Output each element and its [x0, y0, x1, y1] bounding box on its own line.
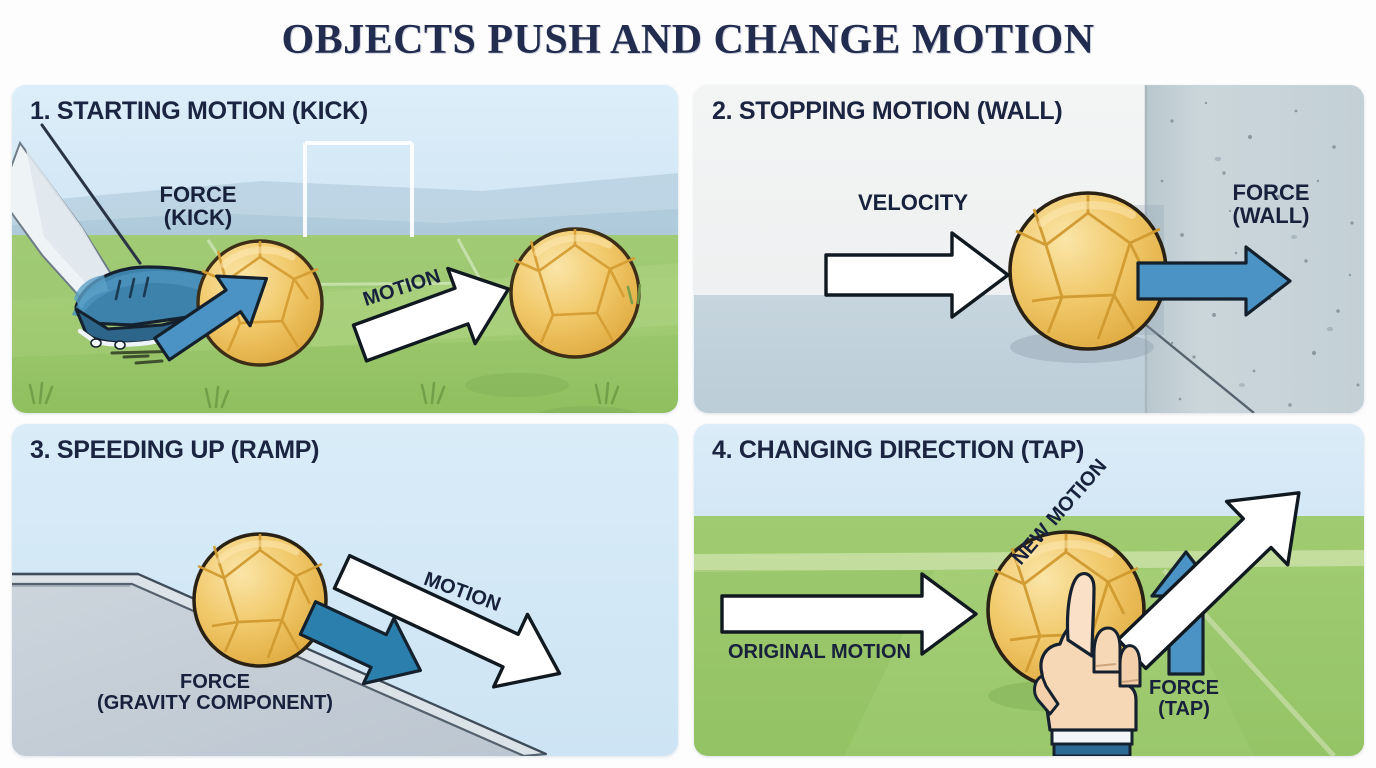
- force-wall-label: FORCE (WALL): [1232, 180, 1310, 229]
- force-kick-label: FORCE (KICK): [159, 182, 237, 231]
- panel-2-heading: 2. STOPPING MOTION (WALL): [712, 97, 1063, 125]
- original-motion-label: ORIGINAL MOTION: [728, 641, 911, 663]
- panel-4-heading: 4. CHANGING DIRECTION (TAP): [712, 436, 1084, 464]
- force-tap-label: FORCE (TAP): [1149, 677, 1219, 721]
- panel-stopping-motion: 2. STOPPING MOTION (WALL) VELOCITY FORCE…: [694, 85, 1364, 413]
- velocity-label: VELOCITY: [858, 190, 969, 215]
- panel-1-heading: 1. STARTING MOTION (KICK): [30, 97, 368, 125]
- panel-changing-direction: 4. CHANGING DIRECTION (TAP) ORIGINAL MOT…: [694, 424, 1364, 756]
- panel-speeding-up: 3. SPEEDING UP (RAMP) MOTION FORCE (GRAV…: [12, 424, 678, 756]
- panel-3-illustration: [12, 424, 678, 756]
- panel-1-illustration: [12, 85, 678, 413]
- panel-starting-motion: 1. STARTING MOTION (KICK) FORCE (KICK) M…: [12, 85, 678, 413]
- panel-2-illustration: [694, 85, 1364, 413]
- page-title: OBJECTS PUSH AND CHANGE MOTION: [281, 17, 1095, 63]
- panel-4-illustration: [694, 424, 1364, 756]
- panel-3-heading: 3. SPEEDING UP (RAMP): [30, 436, 320, 464]
- force-gravity-label: FORCE (GRAVITY COMPONENT): [97, 671, 333, 715]
